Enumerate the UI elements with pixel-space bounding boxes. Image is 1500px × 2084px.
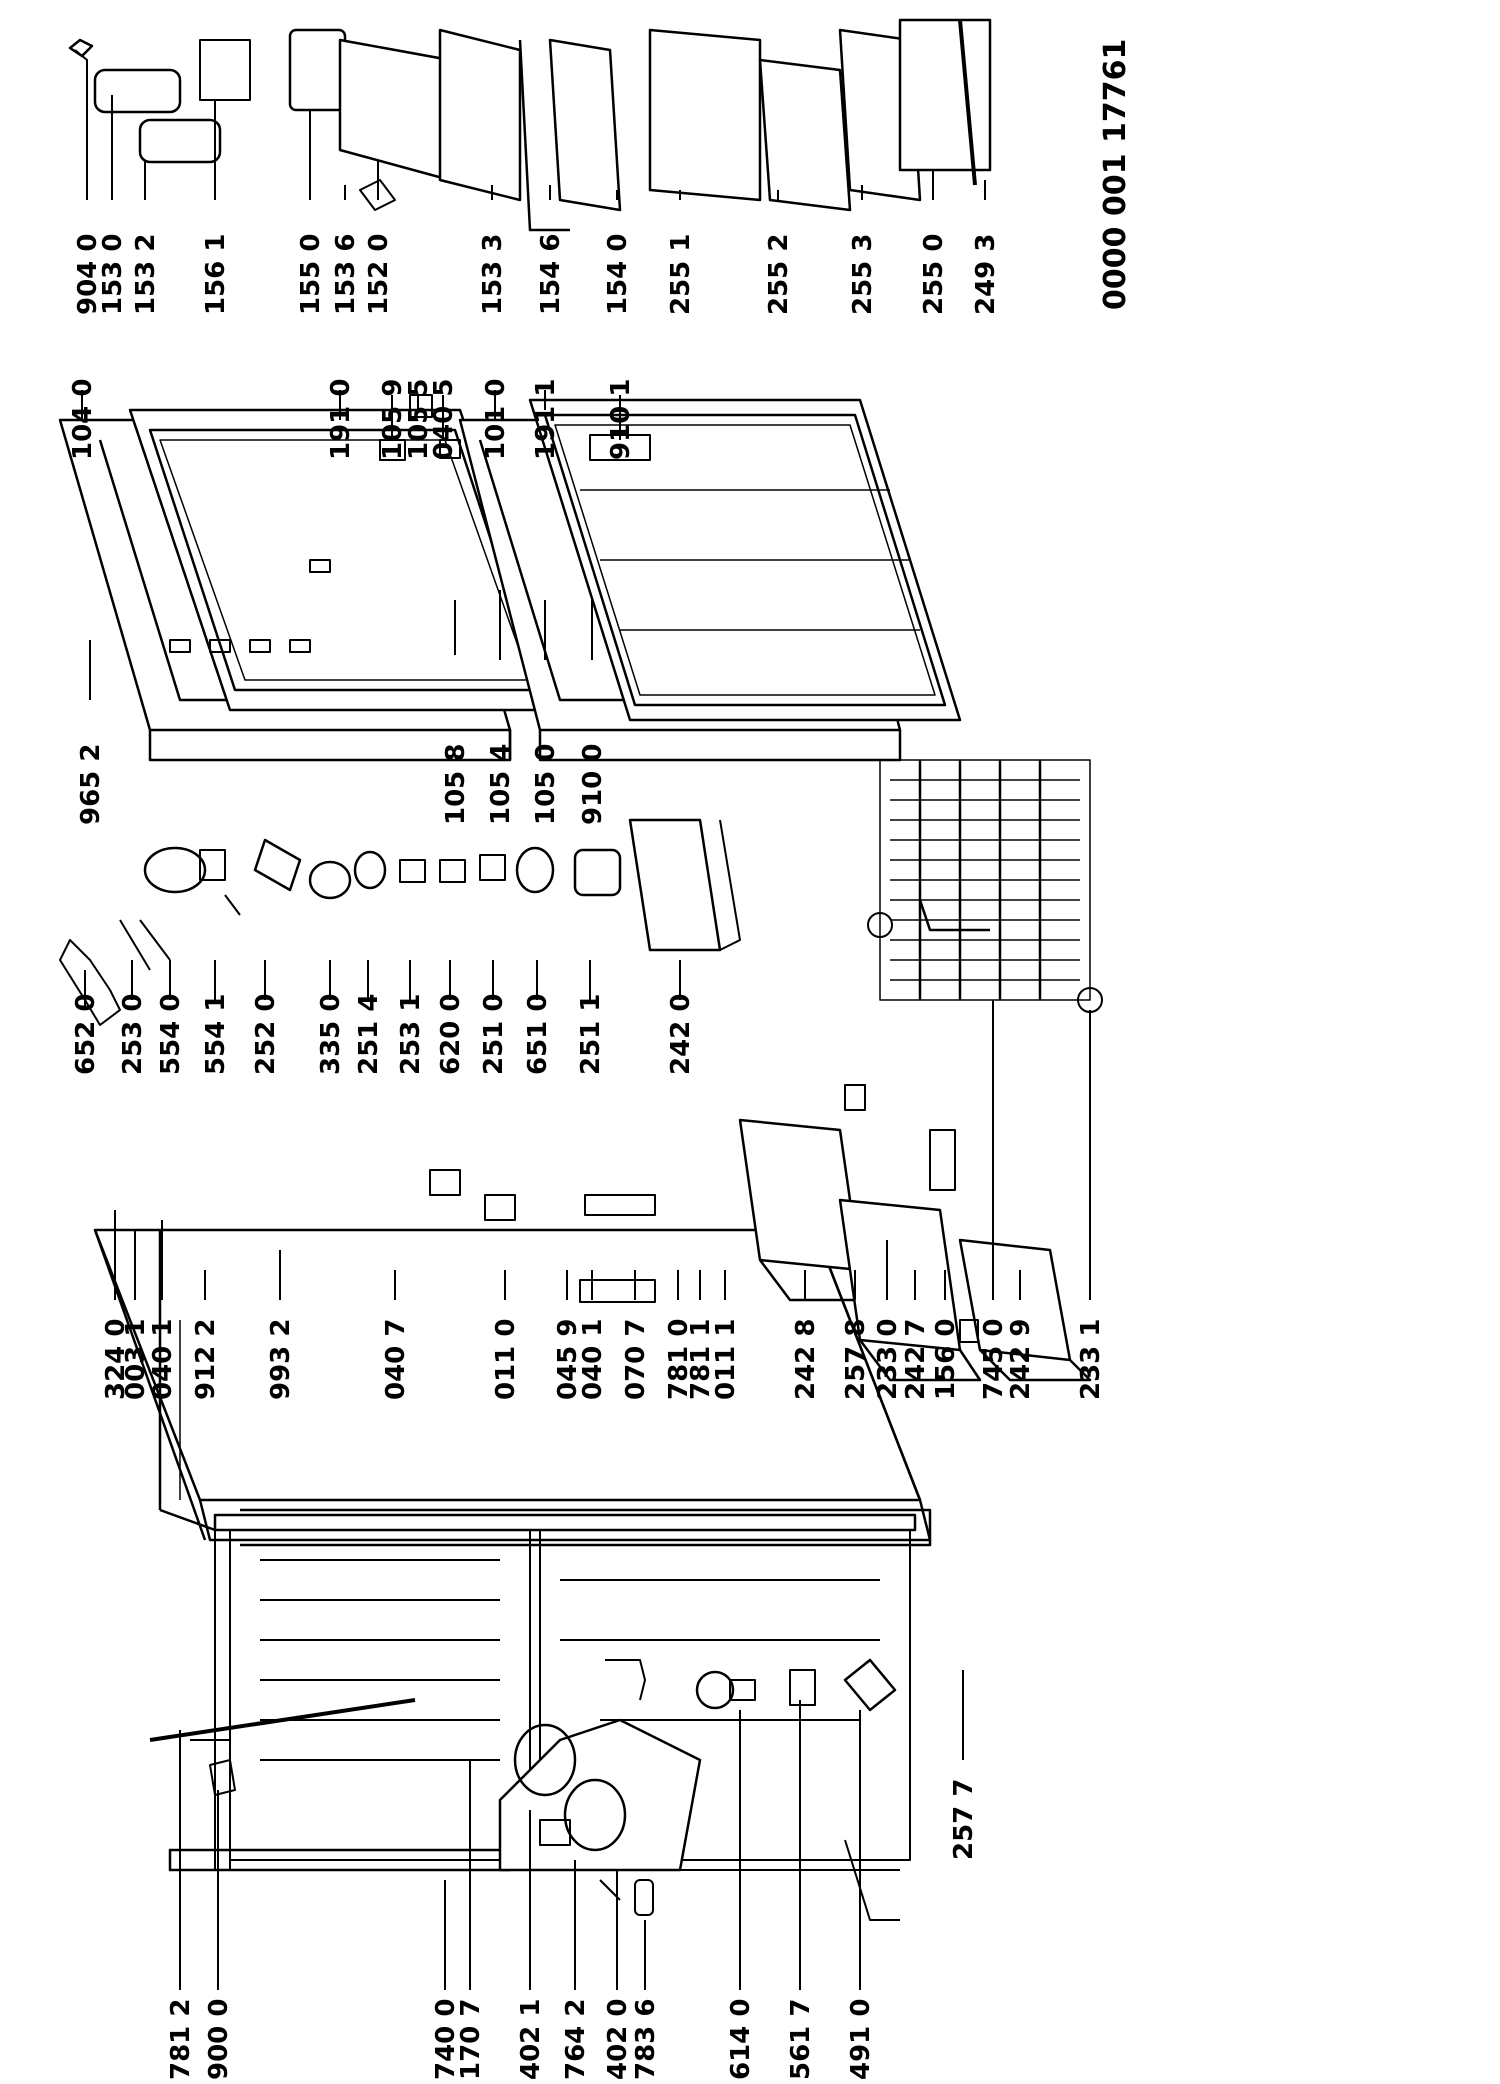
label-045-9: 045 9 — [553, 1319, 583, 1400]
label-242-7: 242 7 — [901, 1319, 931, 1400]
label-242-0: 242 0 — [666, 994, 696, 1075]
label-070-7: 070 7 — [621, 1319, 651, 1400]
leader-lines — [74, 49, 1091, 1990]
label-105-4: 105 4 — [486, 744, 516, 825]
label-255-3: 255 3 — [848, 234, 878, 315]
lower-door-assembly — [458, 398, 962, 762]
part-number-labels: 904 0 153 0 153 2 156 1 155 0 153 6 152 … — [68, 234, 1106, 2080]
label-257-7: 257 7 — [949, 1779, 979, 1860]
compressor-and-misc — [149, 1658, 897, 1916]
label-740-0: 740 0 — [431, 1999, 461, 2080]
label-745-0: 745 0 — [979, 1319, 1009, 1400]
label-255-1: 255 1 — [666, 234, 696, 315]
label-652-0: 652 0 — [71, 994, 101, 1075]
label-153-6: 153 6 — [331, 234, 361, 315]
upper-door-assembly — [58, 408, 562, 762]
freezer-drawers — [738, 1084, 1092, 1382]
label-242-9: 242 9 — [1006, 1319, 1036, 1400]
label-233-0: 233 0 — [873, 1319, 903, 1400]
label-965-2: 965 2 — [76, 744, 106, 825]
label-105-0: 105 0 — [531, 744, 561, 825]
document-code: 0000 001 17761 — [1098, 39, 1133, 310]
label-900-0: 900 0 — [204, 1999, 234, 2080]
label-491-0: 491 0 — [846, 1999, 876, 2080]
label-257-8: 257 8 — [841, 1319, 871, 1400]
label-554-0: 554 0 — [156, 994, 186, 1075]
label-335-0: 335 0 — [316, 994, 346, 1075]
label-255-0: 255 0 — [919, 234, 949, 315]
label-153-2: 153 2 — [131, 234, 161, 315]
label-170-7: 170 7 — [456, 1999, 486, 2080]
label-249-3: 249 3 — [971, 234, 1001, 315]
label-154-0: 154 0 — [603, 234, 633, 315]
label-105-8: 105 8 — [441, 744, 471, 825]
label-040-7: 040 7 — [381, 1319, 411, 1400]
label-253-1: 253 1 — [396, 994, 426, 1075]
label-910-0: 910 0 — [578, 744, 608, 825]
label-105-5: 105 5 — [404, 379, 434, 460]
label-783-6: 783 6 — [631, 1999, 661, 2080]
electrical-components — [59, 818, 741, 1026]
label-253-0: 253 0 — [118, 994, 148, 1075]
label-040-1-a: 040 1 — [148, 1319, 178, 1400]
label-554-1: 554 1 — [201, 994, 231, 1075]
label-252-0: 252 0 — [251, 994, 281, 1075]
label-040-5: 040 5 — [429, 379, 459, 460]
label-251-0: 251 0 — [479, 994, 509, 1075]
label-614-0: 614 0 — [726, 1999, 756, 2080]
label-251-4: 251 4 — [354, 994, 384, 1075]
label-993-2: 993 2 — [266, 1319, 296, 1400]
label-402-1: 402 1 — [516, 1999, 546, 2080]
label-233-1: 233 1 — [1076, 1319, 1106, 1400]
label-402-0: 402 0 — [603, 1999, 633, 2080]
label-651-0: 651 0 — [523, 994, 553, 1075]
label-153-3: 153 3 — [478, 234, 508, 315]
cabinet-body — [93, 1228, 932, 1921]
wire-baskets — [867, 759, 1103, 1013]
label-781-0: 781 0 — [664, 1319, 694, 1400]
label-155-0: 155 0 — [296, 234, 326, 315]
label-156-1: 156 1 — [201, 234, 231, 315]
label-003-1: 003 1 — [121, 1319, 151, 1400]
label-781-1: 781 1 — [686, 1319, 716, 1400]
label-912-2: 912 2 — [191, 1319, 221, 1400]
label-152-0: 152 0 — [364, 234, 394, 315]
label-242-8: 242 8 — [791, 1319, 821, 1400]
door-balconies-and-shelves — [68, 18, 992, 232]
label-251-1: 251 1 — [576, 994, 606, 1075]
label-781-2: 781 2 — [166, 1999, 196, 2080]
label-191-1: 191 1 — [531, 379, 561, 460]
label-011-1: 011 1 — [711, 1319, 741, 1400]
label-764-2: 764 2 — [561, 1999, 591, 2080]
label-156-0: 156 0 — [931, 1319, 961, 1400]
label-910-1: 910 1 — [606, 379, 636, 460]
label-191-0: 191 0 — [326, 379, 356, 460]
label-040-1-b: 040 1 — [578, 1319, 608, 1400]
label-153-0: 153 0 — [98, 234, 128, 315]
label-324-0: 324 0 — [101, 1319, 131, 1400]
label-561-7: 561 7 — [786, 1999, 816, 2080]
label-105-9: 105 9 — [378, 379, 408, 460]
label-104-0: 104 0 — [68, 379, 98, 460]
parts-drawings — [58, 18, 1103, 1921]
label-101-0: 101 0 — [481, 379, 511, 460]
label-904-0: 904 0 — [73, 234, 103, 315]
label-011-0: 011 0 — [491, 1319, 521, 1400]
label-255-2: 255 2 — [764, 234, 794, 315]
label-154-6: 154 6 — [536, 234, 566, 315]
label-620-0: 620 0 — [436, 994, 466, 1075]
